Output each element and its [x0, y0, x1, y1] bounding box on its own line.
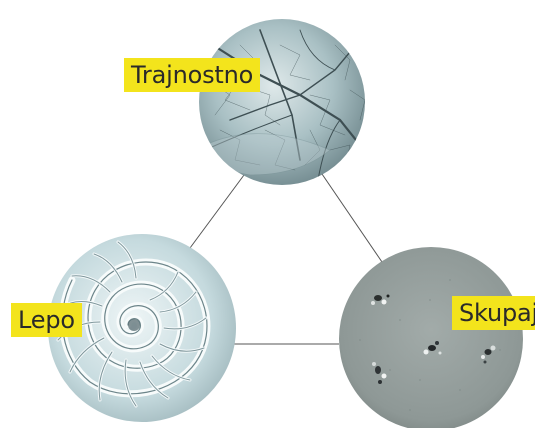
label-trajnostno: Trajnostno	[124, 58, 260, 92]
label-skupaj: Skupaj	[452, 296, 535, 330]
grey-surface-image	[339, 247, 523, 428]
label-lepo: Lepo	[11, 303, 82, 337]
connector-top-left	[190, 175, 244, 248]
leaf-skeleton-image	[199, 19, 372, 185]
connector-top-right	[322, 174, 382, 262]
